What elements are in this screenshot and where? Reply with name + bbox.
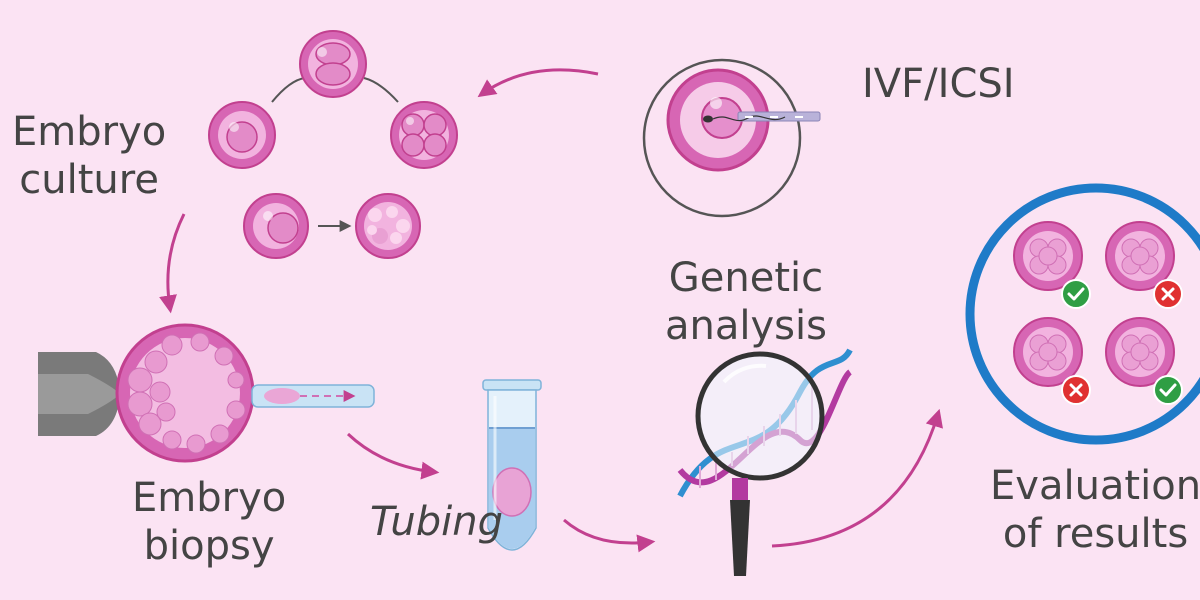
morula-cell [243, 193, 309, 259]
label-ivf-icsi-text: IVF/ICSI [862, 61, 1015, 107]
label-evaluation-line2: of results [1002, 511, 1189, 557]
arrow-ivf-to-culture [477, 68, 599, 98]
label-evaluation-line1: Evaluation [990, 463, 1200, 509]
magnifier-handle [730, 500, 750, 576]
magnifier-lens [695, 351, 825, 481]
sample-tube [482, 379, 542, 551]
sperm-head [703, 115, 713, 123]
embryo-biopsy-figure [38, 323, 375, 463]
check-icon [1153, 375, 1183, 405]
label-embryo-culture-line2: culture [19, 157, 159, 203]
arrow-biopsy-to-tubing [346, 432, 440, 480]
ivf-icsi-figure [642, 58, 821, 218]
label-tubing-text: Tubing [370, 499, 504, 545]
arrow-culture-to-biopsy [159, 213, 186, 314]
result-embryo-pass [1105, 317, 1183, 405]
result-embryo-fail [1105, 221, 1183, 309]
culture-connector-left [271, 77, 306, 103]
cross-icon [1061, 375, 1091, 405]
evaluation-figure [965, 183, 1200, 445]
genetic-analysis-figure [677, 348, 853, 576]
magnifier-collar [732, 478, 748, 500]
two-cell-embryo [299, 30, 367, 98]
embryo-culture-figure [208, 30, 458, 259]
label-embryo-biopsy-line2: biopsy [143, 523, 275, 569]
result-embryo-fail [1013, 317, 1091, 405]
label-embryo-biopsy: Embryo biopsy [132, 474, 286, 570]
check-icon [1061, 279, 1091, 309]
zygote-cell [208, 101, 276, 169]
label-evaluation: Evaluation of results [990, 462, 1200, 558]
label-embryo-biopsy-line1: Embryo [132, 475, 287, 521]
four-cell-embryo [390, 101, 458, 169]
arrow-genetic-to-evaluation [771, 408, 943, 548]
label-tubing: Tubing [370, 498, 503, 546]
result-embryos [1013, 221, 1183, 405]
label-embryo-culture-line1: Embryo [12, 109, 167, 155]
label-embryo-culture: Embryo culture [12, 108, 166, 204]
cross-icon [1153, 279, 1183, 309]
culture-connector-right [363, 77, 399, 103]
blastocyst-cell [355, 193, 421, 259]
label-genetic-analysis-line2: analysis [665, 303, 827, 349]
tube-cap [482, 379, 542, 391]
arrow-tubing-to-genetic [563, 518, 656, 553]
result-embryo-pass [1013, 221, 1091, 309]
tube-sample [492, 467, 532, 517]
icsi-pipette [737, 111, 821, 122]
label-ivf-icsi: IVF/ICSI [862, 60, 1015, 108]
label-genetic-analysis: Genetic analysis [665, 254, 827, 350]
label-genetic-analysis-line1: Genetic [668, 255, 824, 301]
